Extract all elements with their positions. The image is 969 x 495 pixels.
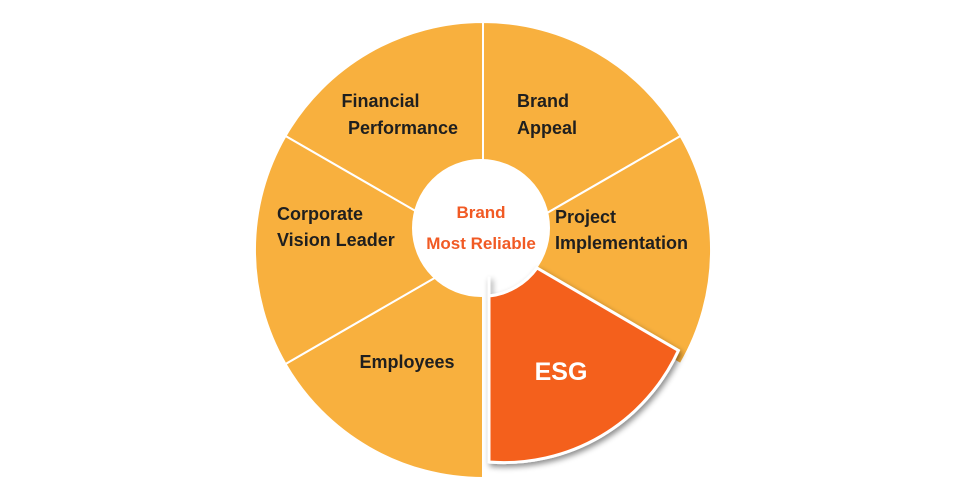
segment-wedge-highlighted xyxy=(487,266,681,465)
segment-label-line: Financial xyxy=(341,91,419,111)
segment-esg: ESG xyxy=(487,266,681,465)
center-label-line2: Most Reliable xyxy=(426,234,536,253)
segment-label-line: Brand xyxy=(517,91,569,111)
center-circle xyxy=(412,159,550,297)
segment-label-line: Corporate xyxy=(277,204,363,224)
segment-label-line: Project xyxy=(555,207,616,227)
segment-label-line: Vision Leader xyxy=(277,230,395,250)
segment-label-line: Performance xyxy=(348,118,458,138)
segment-label-line: Appeal xyxy=(517,118,577,138)
segment-label: Corporate Vision Leader xyxy=(277,204,395,250)
segment-wedge xyxy=(284,248,484,480)
segment-label: Financial Performance xyxy=(341,91,458,138)
segment-employees: Employees xyxy=(284,248,484,480)
center-label-line1: Brand xyxy=(456,203,505,222)
segment-wedge xyxy=(254,134,486,366)
segment-label: Project Implementation xyxy=(555,207,688,253)
segment-project-implementation: Project Implementation xyxy=(480,134,712,366)
segment-label-esg: ESG xyxy=(535,358,588,386)
segment-label: Brand Appeal xyxy=(517,91,577,138)
segment-label-line: Employees xyxy=(359,352,454,372)
segment-label: Employees xyxy=(359,352,454,372)
segment-label-line: Implementation xyxy=(555,233,688,253)
segment-corporate-vision-leader: Corporate Vision Leader xyxy=(254,134,486,366)
center-hub: Brand Most Reliable xyxy=(412,159,550,297)
segment-wedge xyxy=(480,134,712,366)
